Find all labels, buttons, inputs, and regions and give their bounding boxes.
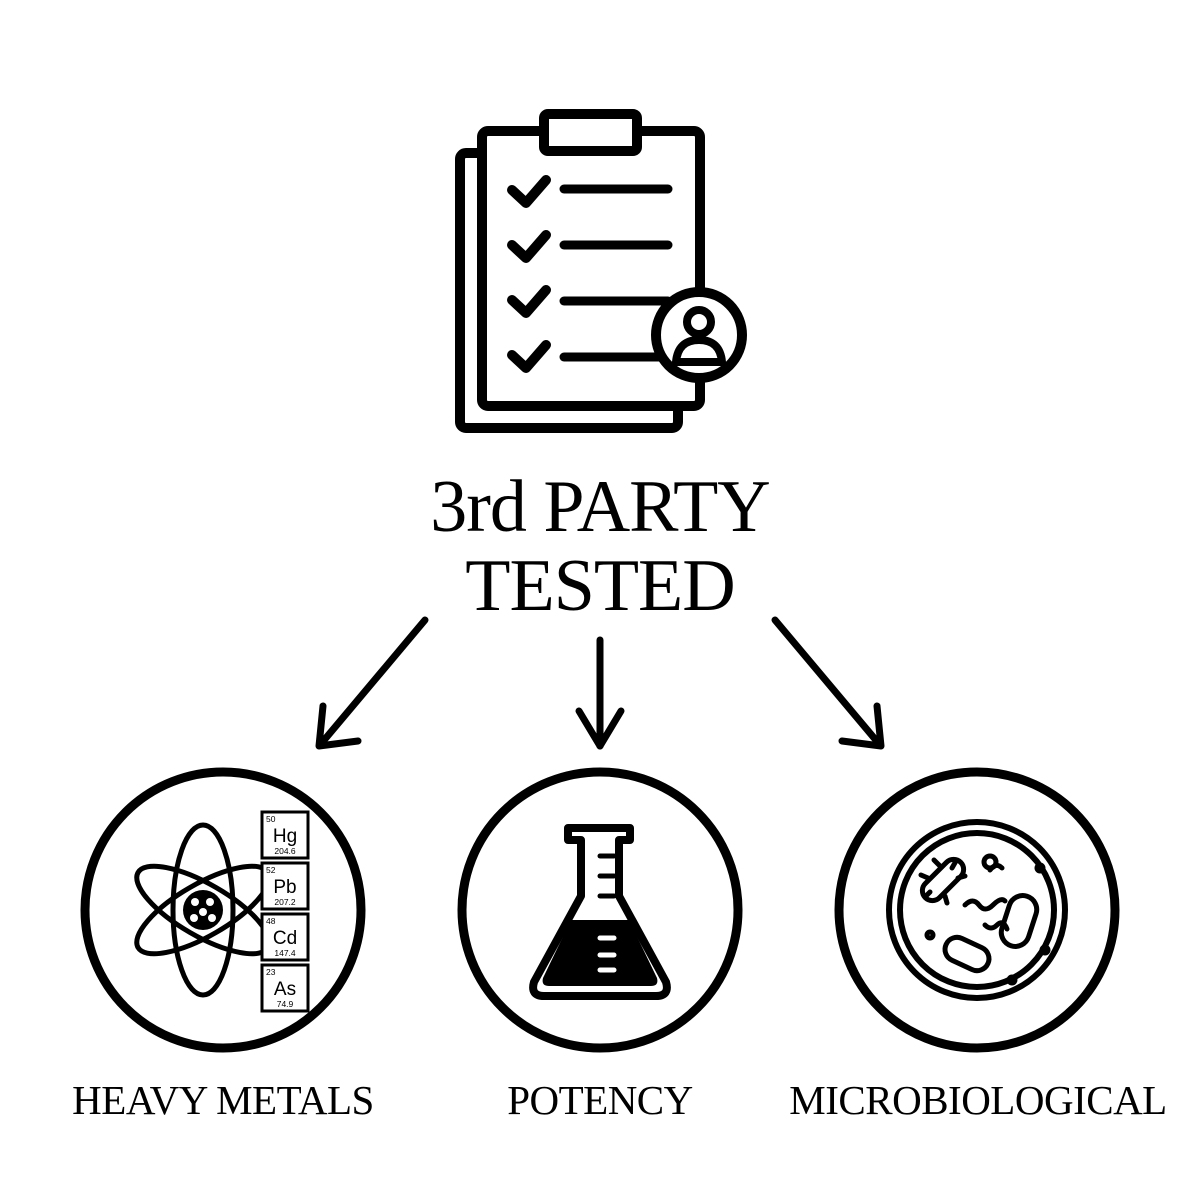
element-number: 50 [266,814,276,824]
title-line-1: 3rd PARTY [430,466,771,548]
heavy-metals-label: HEAVY METALS [72,1077,374,1123]
checklist-lines [559,184,673,362]
arrow-down [575,636,625,750]
element-mass: 147.4 [274,948,296,958]
bacteria-icon [918,853,1051,986]
element-tile-border [260,810,310,860]
potency-badge [457,767,743,1053]
arrows [315,616,885,750]
element-number: 52 [266,865,276,875]
element-mass: 74.9 [277,999,294,1009]
user-icon [672,306,726,366]
element-mass: 204.6 [274,846,296,856]
checkmark-icon [507,175,551,373]
element-symbol: Hg [273,826,297,847]
element-tile-border [260,861,310,911]
element-symbol: Pb [273,877,296,898]
petri-dish-icon [886,819,1068,1001]
element-symbol: Cd [273,928,297,949]
element-number: 48 [266,916,276,926]
element-number: 23 [266,967,276,977]
clipboard-checklist-icon [455,109,747,433]
flask-icon [529,824,671,1000]
potency-label: POTENCY [507,1077,693,1123]
arrow-right [771,616,885,750]
nucleus-particles [190,898,216,922]
element-symbol: As [274,979,296,1000]
element-mass: 207.2 [274,897,296,907]
microbiological-label: MICROBIOLOGICAL [789,1077,1167,1123]
arrow-left [315,616,429,750]
element-tile-border [260,963,310,1013]
element-tile-border [260,912,310,962]
title-line-2: TESTED [465,545,735,627]
microbiological-badge [834,767,1120,1053]
